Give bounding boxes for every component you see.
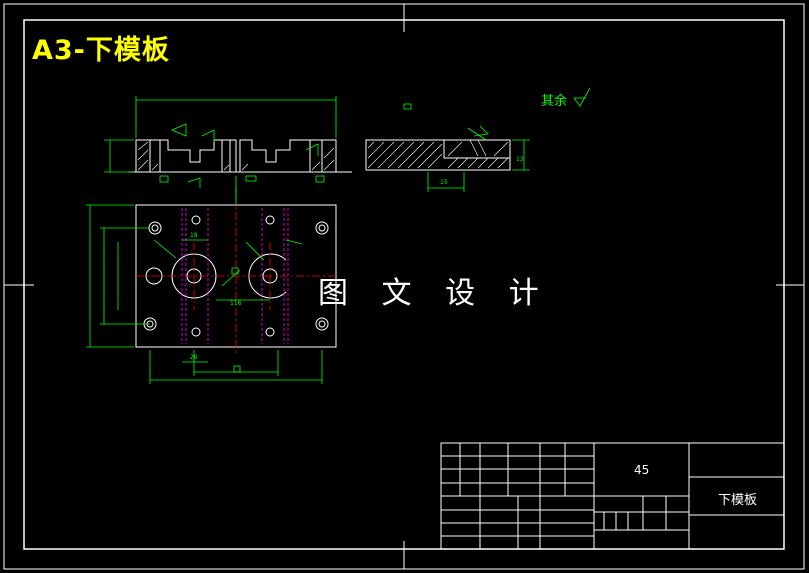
plan-view-dimensions <box>86 186 323 384</box>
dimension-15: 15 <box>440 179 448 186</box>
drawing-title: A3-下模板 <box>32 35 170 66</box>
plan-view-hidden-lines <box>181 208 289 344</box>
front-view-dimensions <box>104 96 337 196</box>
dimension-26: 26 <box>190 354 198 361</box>
dimension-116: 116 <box>230 300 242 307</box>
front-view <box>128 139 352 173</box>
drawing-frame <box>3 3 805 570</box>
part-name-cell: 下模板 <box>718 493 758 508</box>
section-view-dimensions <box>403 103 530 192</box>
watermark-text: 图 文 设 计 <box>318 276 551 311</box>
front-view-hatching <box>137 141 335 171</box>
roughness-symbol <box>573 87 591 107</box>
dimension-18: 18 <box>190 232 198 239</box>
dimension-13: 13 <box>516 156 524 163</box>
section-view <box>365 139 511 171</box>
plan-view-centerlines <box>136 196 336 356</box>
roughness-note: 其余 <box>541 94 568 109</box>
title-block <box>440 442 785 550</box>
material-cell: 45 <box>634 463 650 477</box>
section-view-hatching <box>367 139 509 169</box>
